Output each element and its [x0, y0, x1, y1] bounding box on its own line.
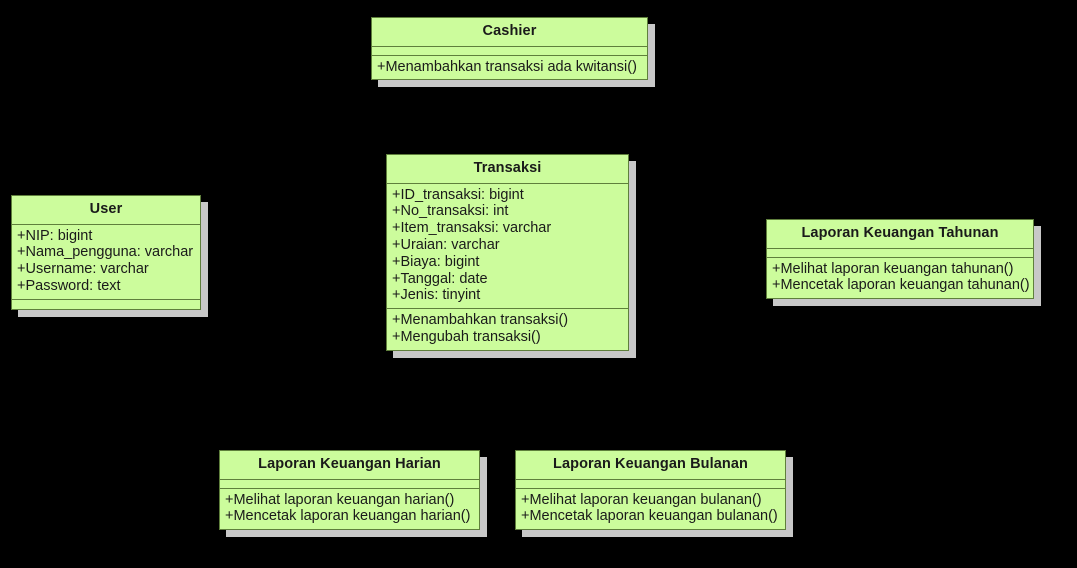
class-member: +ID_transaksi: bigint [392, 186, 524, 203]
class-attributes-laporan-keuangan-bulanan [516, 480, 785, 489]
uml-class-laporan-keuangan-harian[interactable]: Laporan Keuangan Harian +Melihat laporan… [219, 450, 487, 538]
class-body: Transaksi +ID_transaksi: bigint +No_tran… [386, 154, 629, 351]
class-attributes-cashier [372, 47, 647, 56]
class-member: +Nama_pengguna: varchar [17, 244, 194, 261]
class-member: +Tanggal: date [392, 270, 488, 287]
class-operations-laporan-keuangan-harian: +Melihat laporan keuangan harian() +Menc… [220, 489, 479, 530]
class-title-laporan-keuangan-bulanan: Laporan Keuangan Bulanan [516, 451, 785, 480]
uml-class-laporan-keuangan-bulanan[interactable]: Laporan Keuangan Bulanan +Melihat lapora… [515, 450, 793, 538]
class-member: +Menambahkan transaksi ada kwitansi() [377, 58, 637, 75]
class-member: +Username: varchar [17, 261, 149, 278]
class-member: +Uraian: varchar [392, 237, 500, 254]
class-member: +Mencetak laporan keuangan tahunan() [772, 277, 1030, 294]
class-member: +Mengubah transaksi() [392, 329, 541, 346]
class-body: Laporan Keuangan Harian +Melihat laporan… [219, 450, 480, 531]
class-title-laporan-keuangan-harian: Laporan Keuangan Harian [220, 451, 479, 480]
class-member: +Melihat laporan keuangan harian() [225, 491, 455, 508]
class-member: +Mencetak laporan keuangan harian() [225, 508, 471, 525]
uml-class-laporan-keuangan-tahunan[interactable]: Laporan Keuangan Tahunan +Melihat lapora… [766, 219, 1041, 307]
class-body: Cashier +Menambahkan transaksi ada kwita… [371, 17, 648, 81]
class-member: +Password: text [17, 278, 121, 295]
class-member: +Jenis: tinyint [392, 287, 481, 304]
class-title-user: User [12, 196, 200, 225]
class-attributes-laporan-keuangan-tahunan [767, 249, 1033, 258]
class-member: +Item_transaksi: varchar [392, 220, 552, 237]
class-title-cashier: Cashier [372, 18, 647, 47]
class-operations-transaksi: +Menambahkan transaksi() +Mengubah trans… [387, 309, 628, 350]
class-member: +Melihat laporan keuangan bulanan() [521, 491, 762, 508]
class-attributes-user: +NIP: bigint +Nama_pengguna: varchar +Us… [12, 225, 200, 300]
class-title-transaksi: Transaksi [387, 155, 628, 184]
class-member: +Melihat laporan keuangan tahunan() [772, 260, 1014, 277]
uml-class-user[interactable]: User +NIP: bigint +Nama_pengguna: varcha… [11, 195, 208, 317]
class-member: +No_transaksi: int [392, 203, 509, 220]
uml-class-transaksi[interactable]: Transaksi +ID_transaksi: bigint +No_tran… [386, 154, 636, 358]
class-title-laporan-keuangan-tahunan: Laporan Keuangan Tahunan [767, 220, 1033, 249]
class-body: Laporan Keuangan Tahunan +Melihat lapora… [766, 219, 1034, 300]
class-body: Laporan Keuangan Bulanan +Melihat lapora… [515, 450, 786, 531]
class-member: +Menambahkan transaksi() [392, 312, 569, 329]
class-operations-laporan-keuangan-tahunan: +Melihat laporan keuangan tahunan() +Men… [767, 258, 1033, 299]
class-member: +Biaya: bigint [392, 253, 480, 270]
connector-transaksi-harian [348, 357, 438, 452]
class-member: +NIP: bigint [17, 227, 93, 244]
class-body: User +NIP: bigint +Nama_pengguna: varcha… [11, 195, 201, 310]
class-operations-laporan-keuangan-bulanan: +Melihat laporan keuangan bulanan() +Men… [516, 489, 785, 530]
class-attributes-laporan-keuangan-harian [220, 480, 479, 489]
class-operations-cashier: +Menambahkan transaksi ada kwitansi() [372, 56, 647, 80]
class-member: +Mencetak laporan keuangan bulanan() [521, 508, 778, 525]
class-operations-user [12, 300, 200, 309]
connector-transaksi-bulanan [569, 357, 652, 452]
class-attributes-transaksi: +ID_transaksi: bigint +No_transaksi: int… [387, 184, 628, 310]
uml-class-cashier[interactable]: Cashier +Menambahkan transaksi ada kwita… [371, 17, 655, 88]
